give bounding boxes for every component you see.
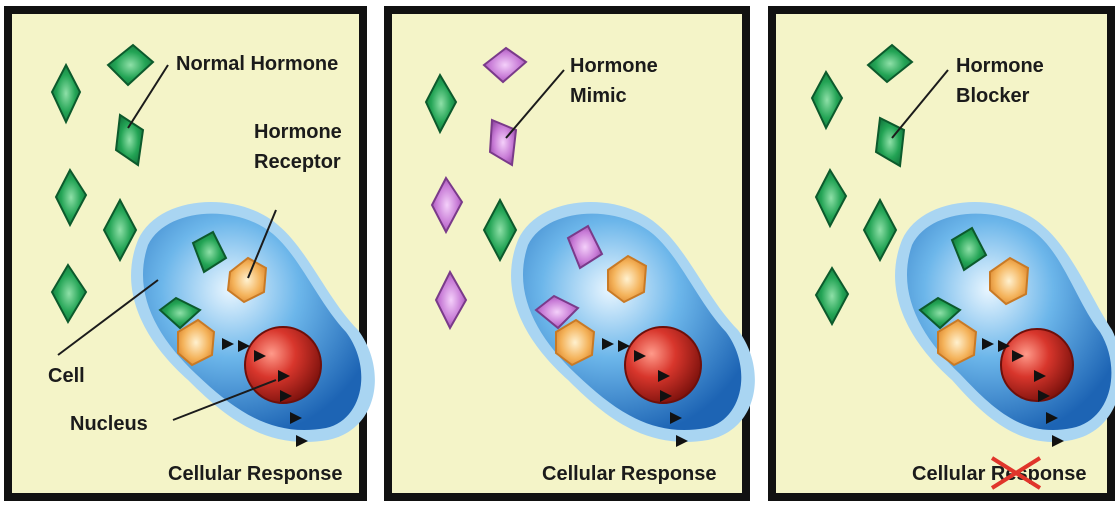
hormone-blocker-label-line2: Blocker [956, 85, 1030, 107]
nucleus-icon [1001, 329, 1073, 401]
panel-hormone-mimic: Hormone Mimic Cellular Response [388, 10, 755, 497]
cellular-response-label: Cellular Response [542, 463, 717, 485]
receptor-label-line1: Hormone [254, 121, 342, 143]
hormone-blocker-label-line1: Hormone [956, 55, 1044, 77]
cellular-response-label: Cellular Response [168, 463, 343, 485]
hormone-mimic-label-line2: Mimic [570, 85, 627, 107]
normal-hormone-label: Normal Hormone [176, 53, 338, 75]
panel-hormone-blocker: Hormone Blocker Cellular Response [772, 10, 1115, 497]
hormone-mimic-label-line1: Hormone [570, 55, 658, 77]
cell-label: Cell [48, 365, 85, 387]
nucleus-label: Nucleus [70, 413, 148, 435]
receptor-label-line2: Receptor [254, 151, 341, 173]
panel-normal-hormone: Normal Hormone Hormone Receptor Cell Nuc… [8, 10, 375, 497]
